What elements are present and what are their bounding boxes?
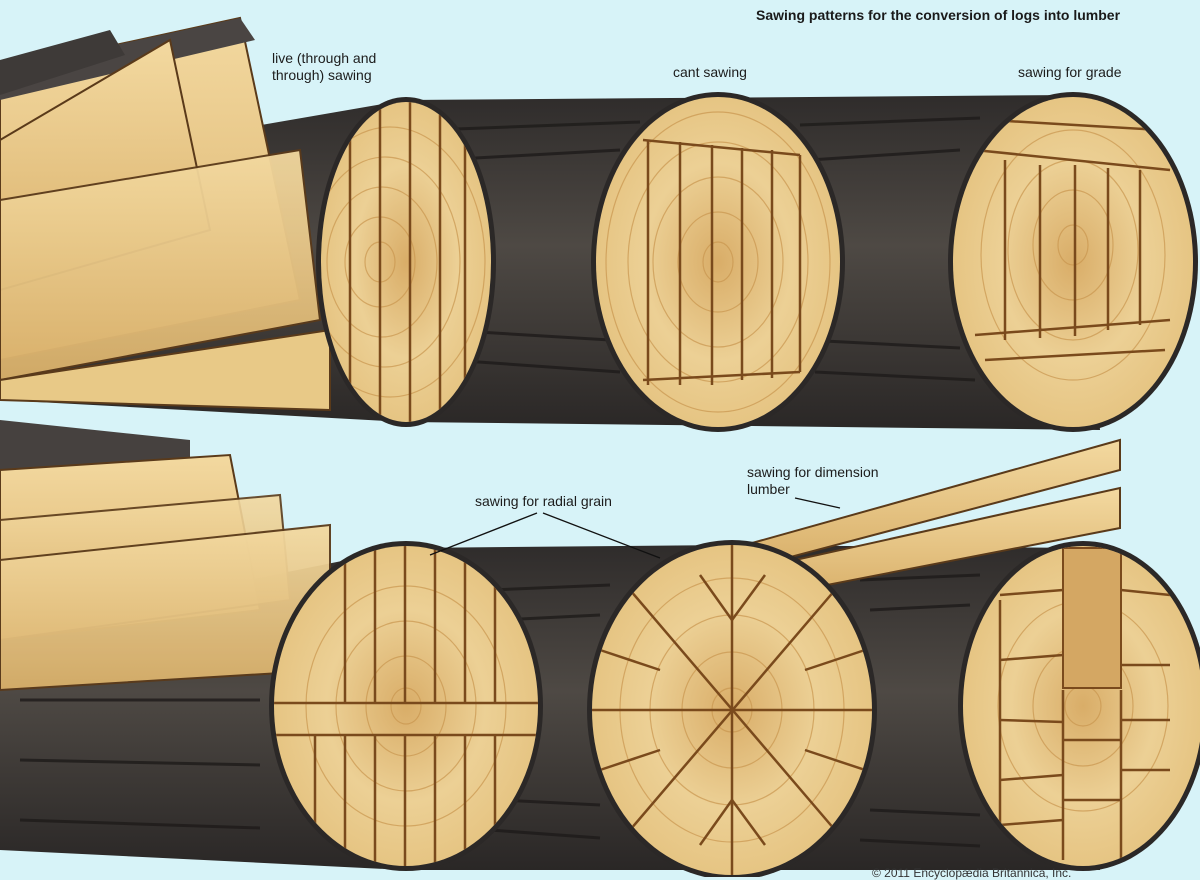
dimension-lumber-planks — [743, 438, 1121, 600]
radial-leader-right — [542, 512, 661, 559]
copyright-credit: © 2011 Encyclopædia Britannica, Inc. — [872, 866, 1072, 880]
log-end-cant-sawing — [591, 92, 845, 432]
log-end-radial-grain-wedges — [587, 540, 877, 877]
log-end-radial-grain-halves — [269, 541, 543, 871]
label-leader-lines — [429, 497, 841, 559]
dimension-leader — [794, 497, 841, 509]
bottom-log-row — [0, 420, 1200, 877]
label-radial-grain: sawing for radial grain — [475, 493, 612, 509]
diagram-title: Sawing patterns for the conversion of lo… — [756, 7, 1121, 23]
radial-grain-boards — [0, 420, 331, 692]
label-live-sawing: live (through and through) sawing — [272, 50, 377, 83]
label-sawing-for-grade: sawing for grade — [1018, 64, 1122, 80]
top-log-row — [0, 16, 1198, 432]
label-dimension-lumber: sawing for dimension lumber — [747, 464, 879, 497]
live-sawing-boards — [0, 16, 331, 412]
radial-leader-left — [429, 512, 538, 556]
log-end-dimension-lumber — [958, 541, 1200, 871]
log-end-live-sawing — [316, 97, 496, 427]
label-cant-sawing: cant sawing — [673, 64, 747, 80]
log-end-sawing-for-grade — [948, 92, 1198, 432]
